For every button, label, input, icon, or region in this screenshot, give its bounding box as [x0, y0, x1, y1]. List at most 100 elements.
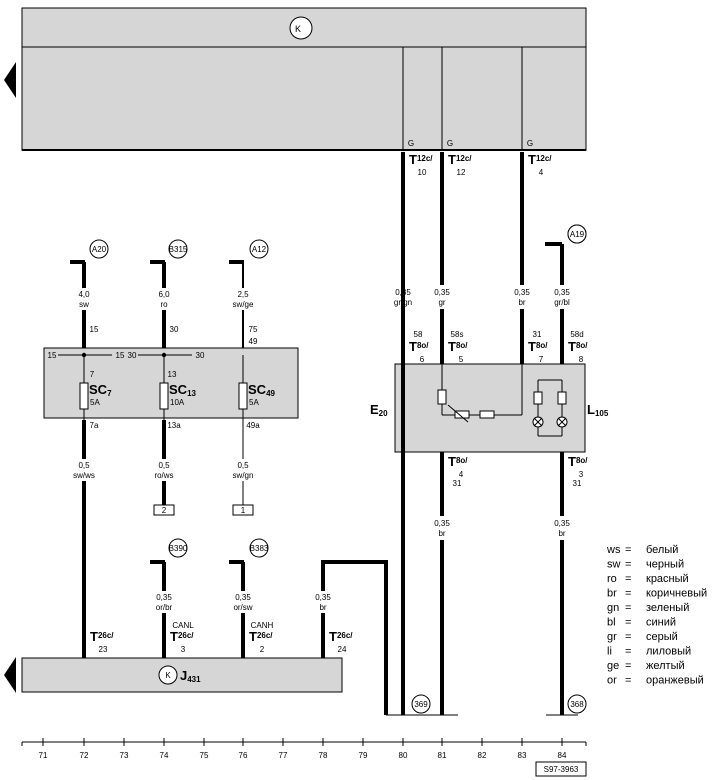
legend-eq-5: = — [625, 617, 631, 629]
e20-wire-gauge-2: 0,35 — [514, 288, 530, 297]
e20-connector-2: T8o/ — [528, 339, 548, 354]
e20-connector-1: T8o/ — [448, 339, 468, 354]
ref-a20: A20 — [92, 245, 107, 254]
upper-color-2: sw/ge — [233, 300, 254, 309]
legend-eq-2: = — [625, 573, 631, 585]
l105-label: L105 — [587, 402, 609, 418]
fuse-out-pin-1: 13a — [167, 421, 181, 430]
upper-label-bg-0 — [68, 288, 100, 310]
legend-eq-8: = — [625, 660, 631, 672]
left-arrow-top — [4, 62, 16, 98]
fuse-name-1: SC13 — [169, 382, 197, 398]
fuse-name-0: SC7 — [89, 382, 112, 398]
e20-out-gauge-0: 0,35 — [434, 519, 450, 528]
lower-ref-box-2 — [232, 504, 254, 516]
e20-out-label-bg-1 — [546, 516, 578, 540]
legend-text-4: зеленый — [646, 602, 689, 614]
legend-eq-0: = — [625, 544, 631, 556]
ref-a19: A19 — [570, 230, 585, 239]
legend-text-8: желтый — [646, 660, 685, 672]
left-arrow-bottom — [4, 657, 16, 693]
e20-term-1: 58s — [451, 330, 464, 339]
e20-wire-label-bg-1 — [422, 285, 462, 309]
can-connector-1: T26c/ — [249, 629, 273, 644]
can-color-0: or/br — [156, 603, 173, 612]
e20-wire-label-bg-2 — [502, 285, 542, 309]
legend-eq-4: = — [625, 602, 631, 614]
e20-out-color-0: br — [438, 529, 445, 538]
lower-ref-box-1 — [153, 504, 175, 516]
legend-eq-7: = — [625, 646, 631, 658]
legend-eq-9: = — [625, 675, 631, 687]
top-connector-2-pin: 4 — [539, 168, 544, 177]
legend-text-7: лиловый — [646, 646, 691, 658]
top-control-unit: K — [21, 7, 587, 151]
legend-code-8: ge — [607, 660, 619, 672]
ref-a12: A12 — [252, 245, 267, 254]
lower-label-bg-2 — [226, 459, 260, 481]
e20-wire-color-1: gr — [438, 298, 445, 307]
top-pin-label-1: G — [447, 139, 453, 148]
upper-gauge-1: 6,0 — [158, 290, 170, 299]
scale-label-5: 76 — [239, 751, 248, 760]
e20-wire-label-bg-3 — [542, 285, 582, 309]
fuse-body-1 — [159, 382, 169, 410]
e20-wire-color-2: br — [518, 298, 525, 307]
e20-connector-1-pin: 5 — [459, 355, 464, 364]
can-gauge-2: 0,35 — [315, 593, 331, 602]
ref-a12-circle — [249, 239, 269, 259]
can-connector-2: T26c/ — [329, 629, 353, 644]
top-pin-label-0: G — [408, 139, 414, 148]
e20-out-term-1: 31 — [573, 479, 582, 488]
can-connector-1-pin: 2 — [260, 645, 265, 654]
upper-color-0: sw — [79, 300, 89, 309]
scale-label-0: 71 — [39, 751, 48, 760]
scale-label-12: 83 — [518, 751, 527, 760]
legend-code-4: gn — [607, 602, 619, 614]
ground-k-symbol — [289, 16, 313, 40]
e20-term-3: 58d — [570, 330, 583, 339]
legend-text-6: серый — [646, 631, 678, 643]
fuse-body-0 — [79, 382, 89, 410]
lower-label-bg-1 — [147, 459, 181, 481]
ref-369: 369 — [414, 700, 428, 709]
can-signal-0: CANL — [172, 621, 194, 630]
scale-label-11: 82 — [478, 751, 487, 760]
lower-color-1: ro/ws — [154, 471, 173, 480]
ref-a20-circle — [89, 239, 109, 259]
e20-out-color-1: br — [558, 529, 565, 538]
k-letter: K — [165, 671, 171, 680]
e20-out-gauge-1: 0,35 — [554, 519, 570, 528]
lower-color-2: sw/gn — [233, 471, 254, 480]
ref-b315-circle — [168, 239, 188, 259]
lower-gauge-0: 0,5 — [78, 461, 90, 470]
j431-label: J431 — [180, 668, 201, 684]
legend-eq-6: = — [625, 631, 631, 643]
can-color-2: br — [319, 603, 326, 612]
upper-label-bg-1 — [148, 288, 180, 310]
e20-term-0: 58 — [414, 330, 423, 339]
top-connector-1: T12c/ — [448, 152, 472, 167]
upper-pin-0: 15 — [90, 325, 99, 334]
top-connector-0: T12c/ — [409, 152, 433, 167]
legend-code-3: br — [607, 588, 617, 600]
can-label-bg-0 — [147, 591, 181, 613]
ref-368: 368 — [570, 700, 584, 709]
e20-wire-gauge-1: 0,35 — [434, 288, 450, 297]
can-gauge-0: 0,35 — [156, 593, 172, 602]
lower-color-0: sw/ws — [73, 471, 95, 480]
top-connector-1-pin: 12 — [457, 168, 466, 177]
fuse-rating-0: 5A — [90, 398, 100, 407]
ref-b390: B390 — [169, 544, 188, 553]
bus-30-left: 30 — [128, 351, 137, 360]
e20-wire-gauge-3: 0,35 — [554, 288, 570, 297]
top-connector-0-pin: 10 — [418, 168, 427, 177]
ref-b315: B315 — [169, 245, 188, 254]
ref-b383-circle — [249, 538, 269, 558]
lower-gauge-1: 0,5 — [158, 461, 170, 470]
legend-code-9: or — [607, 675, 617, 687]
e20-label: E20 — [370, 402, 388, 418]
legend-code-7: li — [607, 646, 612, 658]
fuse-rating-2: 5A — [249, 398, 259, 407]
e20-conn-bg-3 — [564, 328, 600, 362]
